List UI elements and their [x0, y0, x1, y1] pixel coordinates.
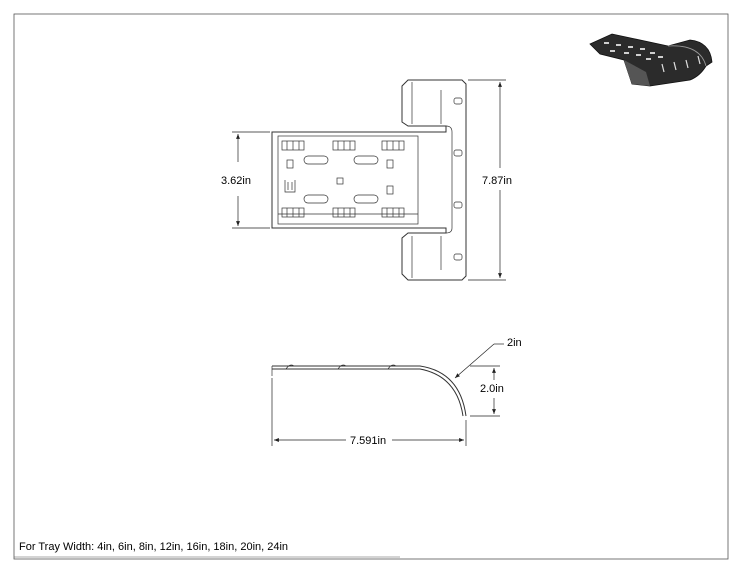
dimension-overall-length: 7.87in: [468, 79, 512, 281]
dimension-label-radius: 2in: [507, 337, 522, 349]
tab-group-bottom: [281, 207, 405, 218]
tab-group-top: [281, 140, 405, 151]
dimension-radius: 2in: [454, 337, 522, 379]
top-view-plate: [271, 79, 467, 281]
side-view-profile: [271, 364, 467, 417]
plate-slots: [284, 155, 394, 204]
tray-width-note: For Tray Width: 4in, 6in, 8in, 12in, 16i…: [19, 541, 288, 553]
isometric-preview: [589, 33, 713, 87]
edge-slots: [453, 97, 463, 261]
sheet-border: [13, 13, 729, 560]
dimension-label-side-height: 2.0in: [480, 383, 504, 395]
dimension-label-top-height: 3.62in: [221, 175, 251, 187]
dimension-label-side-length: 7.591in: [350, 435, 386, 447]
dimension-label-overall-length: 7.87in: [482, 175, 512, 187]
dimension-side-height: 2.0in: [470, 365, 504, 417]
dimension-top-height: 3.62in: [221, 131, 270, 229]
dimension-side-length: 7.591in: [271, 378, 467, 447]
